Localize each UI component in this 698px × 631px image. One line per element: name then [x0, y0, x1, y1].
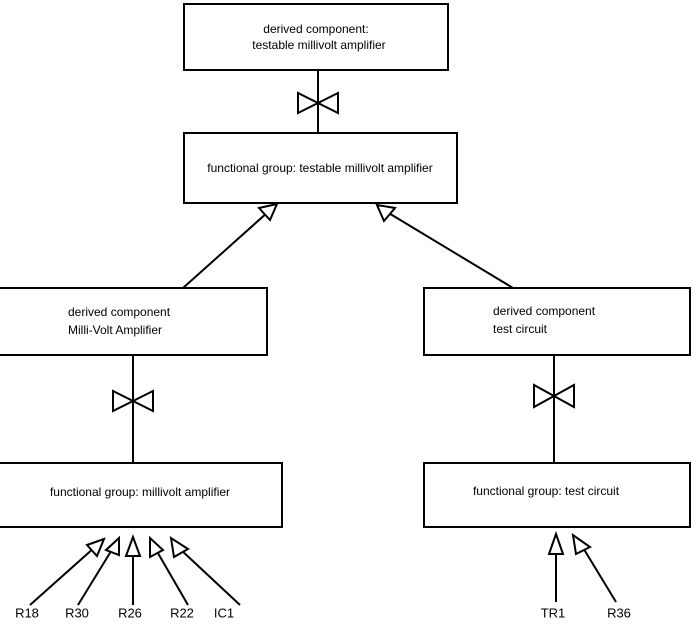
connector-top-derived-to-functional: [297, 70, 339, 133]
leaf-arrow-head-r22: [149, 535, 165, 559]
arrow-head-left-up: [257, 202, 279, 222]
top-derived-label-line1: derived component:: [263, 22, 368, 36]
leaf-arrow-head-r26: [124, 534, 142, 557]
bowtie-right-triangle-top: [315, 91, 339, 115]
leaf-label-r18: R18: [15, 605, 39, 620]
leaf-arrow-head-r18: [85, 537, 106, 558]
leaf-arrow-head-r36: [571, 532, 592, 556]
leaf-arrow-r18: [29, 537, 106, 606]
leaf-arrow-shaft-r30: [77, 547, 114, 606]
leaf-arrow-shaft-r22: [154, 547, 189, 606]
box-outline-left-derived: [0, 287, 268, 356]
bowtie-right-triangle-right: [551, 383, 575, 409]
arrow-shaft-right-up: [386, 211, 514, 289]
leaf-arrow-shaft-ic1: [179, 548, 241, 606]
left-functional-label: functional group: millivolt amplifier: [50, 485, 230, 499]
leaf-arrow-head-ic1: [169, 535, 190, 559]
leaf-label-r30: R30: [65, 605, 89, 620]
right-functional-label: functional group: test circuit: [473, 484, 620, 498]
node-left-derived-component[interactable]: derived component Milli-Volt Amplifier: [0, 287, 268, 356]
leaf-arrow-r26: [124, 534, 142, 605]
right-derived-label-line1: derived component: [493, 304, 596, 318]
node-top-derived-component[interactable]: derived component: testable millivolt am…: [183, 3, 449, 71]
leaf-label-tr1: TR1: [541, 605, 566, 620]
node-right-derived-component[interactable]: derived component test circuit: [423, 287, 691, 356]
box-outline-right-derived: [423, 287, 691, 356]
leaf-arrow-ic1: [169, 535, 241, 606]
box-outline-top-derived: [183, 3, 449, 71]
bowtie-left-triangle-top: [297, 91, 321, 115]
top-functional-label: functional group: testable millivolt amp…: [207, 161, 432, 175]
leaf-arrow-tr1: [547, 530, 565, 602]
leaf-arrow-r22: [149, 535, 189, 606]
box-outline-top-functional: [183, 132, 458, 204]
connector-left-derived-to-functional: [112, 355, 154, 463]
arrow-shaft-left-up: [182, 211, 269, 289]
leaf-arrow-shaft-r36: [581, 545, 617, 603]
node-right-functional-group[interactable]: functional group: test circuit: [423, 462, 691, 528]
leaf-arrow-r30: [77, 535, 120, 606]
bowtie-left-triangle-left: [112, 389, 136, 413]
leaf-arrow-head-r30: [104, 535, 120, 557]
leaf-label-r22: R22: [170, 605, 194, 620]
box-outline-right-functional: [423, 462, 691, 528]
node-left-functional-group[interactable]: functional group: millivolt amplifier: [0, 462, 283, 528]
leaf-label-r36: R36: [607, 605, 631, 620]
arrow-right-derived-to-top-functional: [375, 203, 514, 289]
connector-right-derived-to-functional: [533, 355, 575, 463]
top-derived-label-line2: testable millivolt amplifier: [252, 38, 385, 52]
node-top-functional-group[interactable]: functional group: testable millivolt amp…: [183, 132, 458, 204]
leaf-label-r26: R26: [118, 605, 142, 620]
bowtie-connector-left: [112, 389, 154, 413]
bowtie-left-triangle-right: [533, 383, 557, 409]
right-derived-label-line2: test circuit: [493, 322, 548, 336]
box-outline-left-functional: [0, 462, 283, 528]
leaf-arrow-shaft-r18: [29, 546, 96, 606]
arrow-left-derived-to-top-functional: [182, 202, 279, 289]
arrow-head-right-up: [375, 203, 397, 223]
left-derived-label-line1: derived component: [68, 305, 171, 319]
leaf-arrow-r36: [571, 532, 617, 603]
bowtie-connector-right: [533, 383, 575, 409]
bowtie-connector-top: [297, 91, 339, 115]
leaf-label-ic1: IC1: [214, 605, 234, 620]
leaf-arrow-head-tr1: [547, 530, 565, 555]
left-derived-label-line2: Milli-Volt Amplifier: [68, 323, 162, 337]
bowtie-right-triangle-left: [130, 389, 154, 413]
